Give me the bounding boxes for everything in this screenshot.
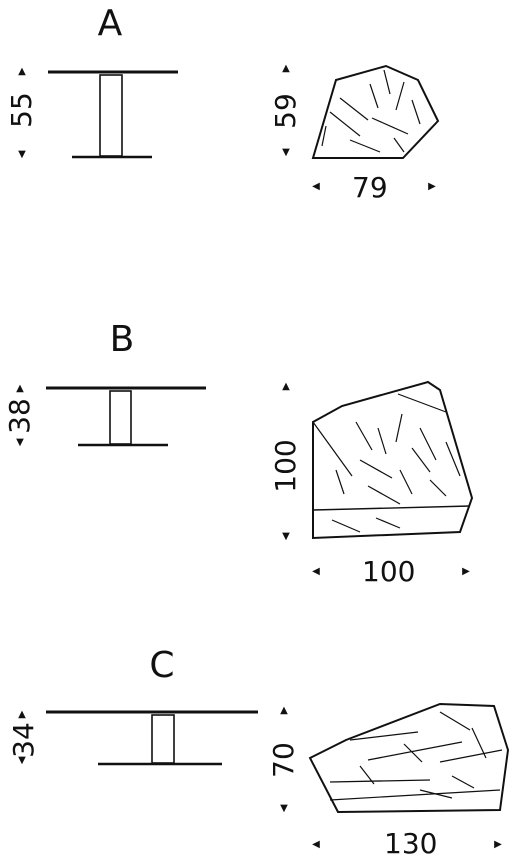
triangle-up-icon: ▲ [282, 63, 290, 74]
triangle-down-icon: ▼ [280, 803, 288, 814]
variant-b: B ▲ 38 ▼ ▲ 100 ▼ ◀ 100 ▶ [0, 310, 517, 600]
triangle-left-icon: ◀ [312, 181, 320, 192]
variant-label: C [149, 645, 175, 686]
triangle-up-icon: ▲ [18, 709, 26, 720]
variant-c: C ▲ 34 ▼ ▲ 70 ▼ ◀ 130 ▶ [0, 640, 517, 861]
triangle-up-icon: ▲ [18, 66, 26, 77]
side-view-drawing [46, 386, 206, 447]
triangle-up-icon: ▲ [280, 705, 288, 716]
triangle-up-icon: ▲ [16, 383, 24, 394]
top-view-drawing [312, 380, 474, 540]
triangle-down-icon: ▼ [282, 147, 290, 158]
triangle-right-icon: ▶ [462, 566, 470, 577]
top-depth-dimension: 100 [269, 439, 302, 493]
top-depth-dimension: 59 [269, 93, 302, 129]
top-width-dimension: 130 [384, 827, 438, 860]
triangle-up-icon: ▲ [282, 381, 290, 392]
triangle-down-icon: ▼ [18, 149, 26, 160]
triangle-left-icon: ◀ [312, 839, 320, 850]
triangle-right-icon: ▶ [428, 181, 436, 192]
triangle-down-icon: ▼ [282, 531, 290, 542]
top-depth-dimension: 70 [267, 742, 300, 778]
triangle-down-icon: ▼ [18, 755, 26, 766]
top-view-drawing [311, 64, 440, 159]
variant-label: B [109, 319, 135, 360]
variant-a: A ▲ 55 ▼ ▲ 59 ▼ ◀ 79 ▶ [0, 0, 517, 260]
top-view-drawing [308, 702, 510, 814]
side-view-drawing [48, 70, 178, 159]
side-view-drawing [46, 710, 258, 766]
triangle-right-icon: ▶ [494, 839, 502, 850]
top-width-dimension: 79 [352, 171, 388, 204]
triangle-left-icon: ◀ [312, 566, 320, 577]
top-width-dimension: 100 [362, 555, 416, 588]
variant-label: A [97, 3, 123, 44]
triangle-down-icon: ▼ [16, 437, 24, 448]
